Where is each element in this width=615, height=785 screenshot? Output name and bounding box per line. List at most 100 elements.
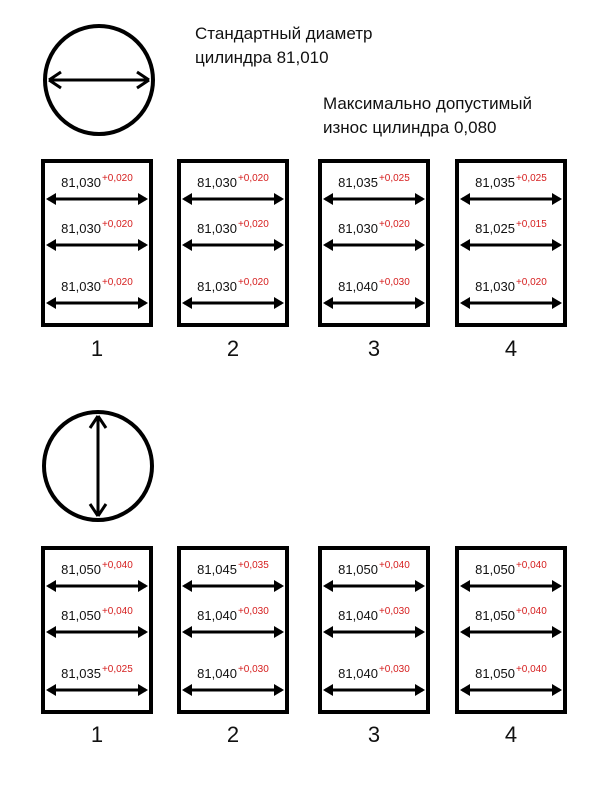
measurement-delta: +0,030 xyxy=(378,664,410,675)
double-arrow-icon xyxy=(460,193,562,205)
double-arrow-icon xyxy=(323,580,425,592)
measurement-value: 81,035 xyxy=(338,175,378,190)
max-wear-caption: Максимально допустимый износ цилиндра 0,… xyxy=(323,92,532,140)
measurement-value: 81,050 xyxy=(475,562,515,577)
measurement-label: 81,030+0,020 xyxy=(45,219,149,236)
measurement-value: 81,030 xyxy=(338,221,378,236)
cylinder-number: 3 xyxy=(367,722,381,747)
double-arrow-icon xyxy=(460,297,562,309)
measurement-label: 81,030+0,020 xyxy=(459,277,563,294)
measurement-delta: +0,020 xyxy=(237,277,269,288)
measurement-label: 81,040+0,030 xyxy=(181,664,285,681)
cylinder-horizontal-3: 81,035+0,025 81,030+0,020 81,040+0,030 xyxy=(318,159,430,327)
measurement-value: 81,050 xyxy=(475,666,515,681)
measurement-label: 81,040+0,030 xyxy=(181,606,285,623)
cylinder-number: 1 xyxy=(90,722,104,747)
measurement-label: 81,050+0,040 xyxy=(322,560,426,577)
double-arrow-icon xyxy=(460,580,562,592)
double-arrow-icon xyxy=(182,193,284,205)
measurement-delta: +0,025 xyxy=(378,173,410,184)
measurement-value: 81,030 xyxy=(61,175,101,190)
measurement-label: 81,050+0,040 xyxy=(459,606,563,623)
measurement-value: 81,025 xyxy=(475,221,515,236)
measurement-value: 81,040 xyxy=(338,279,378,294)
double-arrow-icon xyxy=(46,626,148,638)
measurement-value: 81,040 xyxy=(197,666,237,681)
measurement-delta: +0,020 xyxy=(378,219,410,230)
cylinder-number: 4 xyxy=(504,336,518,361)
max-wear-line1: Максимально допустимый xyxy=(323,94,532,113)
double-arrow-icon xyxy=(182,239,284,251)
measurement-value: 81,050 xyxy=(475,608,515,623)
measurement-delta: +0,040 xyxy=(101,560,133,571)
cylinder-horizontal-4: 81,035+0,025 81,025+0,015 81,030+0,020 xyxy=(455,159,567,327)
measurement-value: 81,030 xyxy=(475,279,515,294)
measurement-delta: +0,040 xyxy=(515,664,547,675)
double-arrow-icon xyxy=(182,684,284,696)
measurement-value: 81,040 xyxy=(338,666,378,681)
double-arrow-icon xyxy=(323,684,425,696)
measurement-value: 81,045 xyxy=(197,562,237,577)
measurement-delta: +0,030 xyxy=(237,664,269,675)
standard-diameter-line2: цилиндра 81,010 xyxy=(195,48,329,67)
measurement-value: 81,050 xyxy=(61,608,101,623)
measurement-value: 81,035 xyxy=(475,175,515,190)
measurement-delta: +0,015 xyxy=(515,219,547,230)
double-arrow-icon xyxy=(323,193,425,205)
double-arrow-icon xyxy=(182,580,284,592)
double-arrow-icon xyxy=(323,626,425,638)
measurement-delta: +0,030 xyxy=(237,606,269,617)
measurement-value: 81,030 xyxy=(197,175,237,190)
measurement-delta: +0,040 xyxy=(378,560,410,571)
measurement-label: 81,030+0,020 xyxy=(45,173,149,190)
cylinder-number: 2 xyxy=(226,722,240,747)
measurement-delta: +0,020 xyxy=(101,173,133,184)
measurement-label: 81,025+0,015 xyxy=(459,219,563,236)
bore-circle-vertical xyxy=(42,410,154,522)
bore-circle-horizontal xyxy=(43,24,155,136)
double-arrow-icon xyxy=(460,626,562,638)
measurement-label: 81,050+0,040 xyxy=(459,560,563,577)
double-arrow-icon xyxy=(182,626,284,638)
double-arrow-icon xyxy=(46,239,148,251)
standard-diameter-line1: Стандартный диаметр xyxy=(195,24,373,43)
measurement-value: 81,030 xyxy=(197,279,237,294)
double-arrow-icon xyxy=(460,684,562,696)
measurement-label: 81,045+0,035 xyxy=(181,560,285,577)
measurement-label: 81,030+0,020 xyxy=(181,277,285,294)
measurement-delta: +0,020 xyxy=(101,277,133,288)
measurement-delta: +0,040 xyxy=(515,560,547,571)
measurement-label: 81,035+0,025 xyxy=(322,173,426,190)
measurement-delta: +0,030 xyxy=(378,606,410,617)
measurement-label: 81,050+0,040 xyxy=(45,606,149,623)
measurement-delta: +0,025 xyxy=(101,664,133,675)
measurement-label: 81,030+0,020 xyxy=(45,277,149,294)
measurement-value: 81,030 xyxy=(61,279,101,294)
measurement-delta: +0,020 xyxy=(237,219,269,230)
measurement-label: 81,050+0,040 xyxy=(45,560,149,577)
measurement-delta: +0,020 xyxy=(515,277,547,288)
double-arrow-icon xyxy=(460,239,562,251)
standard-diameter-caption: Стандартный диаметр цилиндра 81,010 xyxy=(195,22,372,70)
double-arrow-icon xyxy=(46,580,148,592)
double-arrow-icon xyxy=(46,684,148,696)
measurement-value: 81,040 xyxy=(338,608,378,623)
measurement-value: 81,030 xyxy=(197,221,237,236)
cylinder-number: 4 xyxy=(504,722,518,747)
cylinder-number: 2 xyxy=(226,336,240,361)
measurement-label: 81,035+0,025 xyxy=(459,173,563,190)
double-arrow-icon xyxy=(323,297,425,309)
measurement-value: 81,050 xyxy=(61,562,101,577)
double-arrow-icon xyxy=(323,239,425,251)
measurement-value: 81,040 xyxy=(197,608,237,623)
vertical-diameter-arrow xyxy=(88,415,108,517)
measurement-delta: +0,020 xyxy=(101,219,133,230)
measurement-label: 81,040+0,030 xyxy=(322,277,426,294)
measurement-delta: +0,035 xyxy=(237,560,269,571)
cylinder-number: 1 xyxy=(90,336,104,361)
